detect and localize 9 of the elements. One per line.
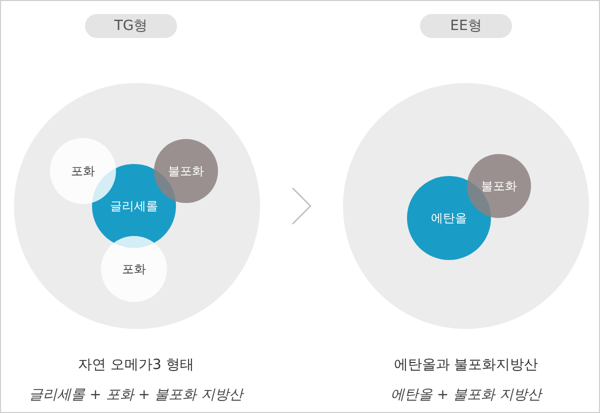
pill-label: EE형 [420,14,512,38]
caption-text: 에탄올과 불포화지방산 [392,356,540,374]
formula-text: 글리세롤 + 포화 + 불포화 지방산 [28,386,245,404]
caption-text: 자연 오메가3 형태 [77,356,195,374]
formula-text: 에탄올 + 불포화 지방산 [389,386,544,404]
circle-node: 포화 [101,236,167,302]
circle-node: 포화 [50,138,116,204]
pill-label: TG형 [85,14,177,38]
circle-node: 불포화 [467,154,531,218]
